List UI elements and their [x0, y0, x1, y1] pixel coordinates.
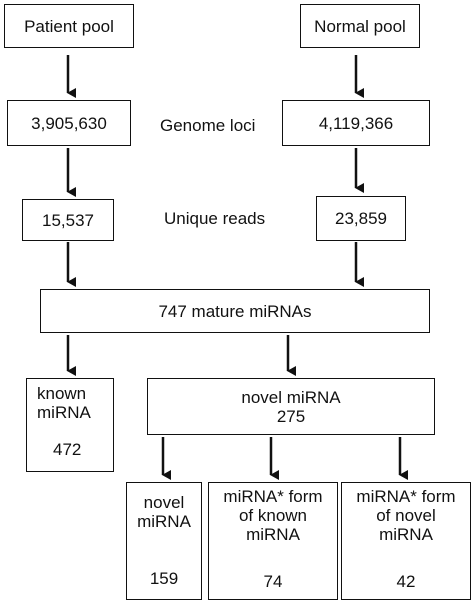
star-known-count: 74	[263, 572, 283, 591]
mature-mirnas-box: 747 mature miRNAs	[40, 289, 430, 333]
patient-pool-box: Patient pool	[4, 4, 134, 48]
mature-mirnas-label: 747 mature miRNAs	[158, 301, 312, 321]
novel-sub-count: 159	[149, 569, 179, 588]
patient-genome-loci-value: 3,905,630	[31, 113, 107, 133]
normal-pool-label: Normal pool	[314, 16, 406, 36]
novel-mirna-box: novel miRNA 275	[147, 378, 435, 435]
known-mirna-box: known miRNA 472	[26, 378, 114, 472]
known-mirna-count: 472	[53, 440, 82, 459]
novel-sub-line1: novel	[143, 493, 185, 512]
patient-pool-label: Patient pool	[24, 16, 114, 36]
star-novel-line1: miRNA* form	[356, 487, 456, 506]
novel-sub-line2: miRNA	[137, 512, 191, 531]
patient-genome-loci-box: 3,905,630	[7, 100, 131, 146]
star-novel-line3: miRNA	[379, 525, 433, 544]
normal-genome-loci-box: 4,119,366	[282, 100, 430, 146]
normal-genome-loci-value: 4,119,366	[318, 113, 394, 133]
star-known-line2: of known	[238, 506, 308, 525]
normal-unique-reads-value: 23,859	[335, 209, 387, 228]
star-novel-count: 42	[396, 572, 416, 591]
novel-sub-box: novel miRNA 159	[126, 482, 202, 600]
star-novel-box: miRNA* form of novel miRNA 42	[341, 482, 471, 600]
star-known-line1: miRNA* form	[223, 487, 323, 506]
known-mirna-line2: miRNA	[37, 403, 91, 422]
normal-pool-box: Normal pool	[300, 4, 420, 48]
star-novel-line2: of novel	[376, 506, 436, 525]
patient-unique-reads-box: 15,537	[22, 199, 114, 241]
unique-reads-label: Unique reads	[164, 209, 266, 228]
known-mirna-line1: known	[37, 384, 87, 403]
star-known-line3: miRNA	[246, 525, 300, 544]
novel-mirna-line1: novel miRNA	[241, 388, 341, 407]
patient-unique-reads-value: 15,537	[42, 210, 94, 230]
genome-loci-label: Genome loci	[160, 116, 256, 135]
normal-unique-reads-box: 23,859	[316, 196, 406, 241]
star-known-box: miRNA* form of known miRNA 74	[208, 482, 338, 600]
novel-mirna-count: 275	[276, 407, 306, 426]
